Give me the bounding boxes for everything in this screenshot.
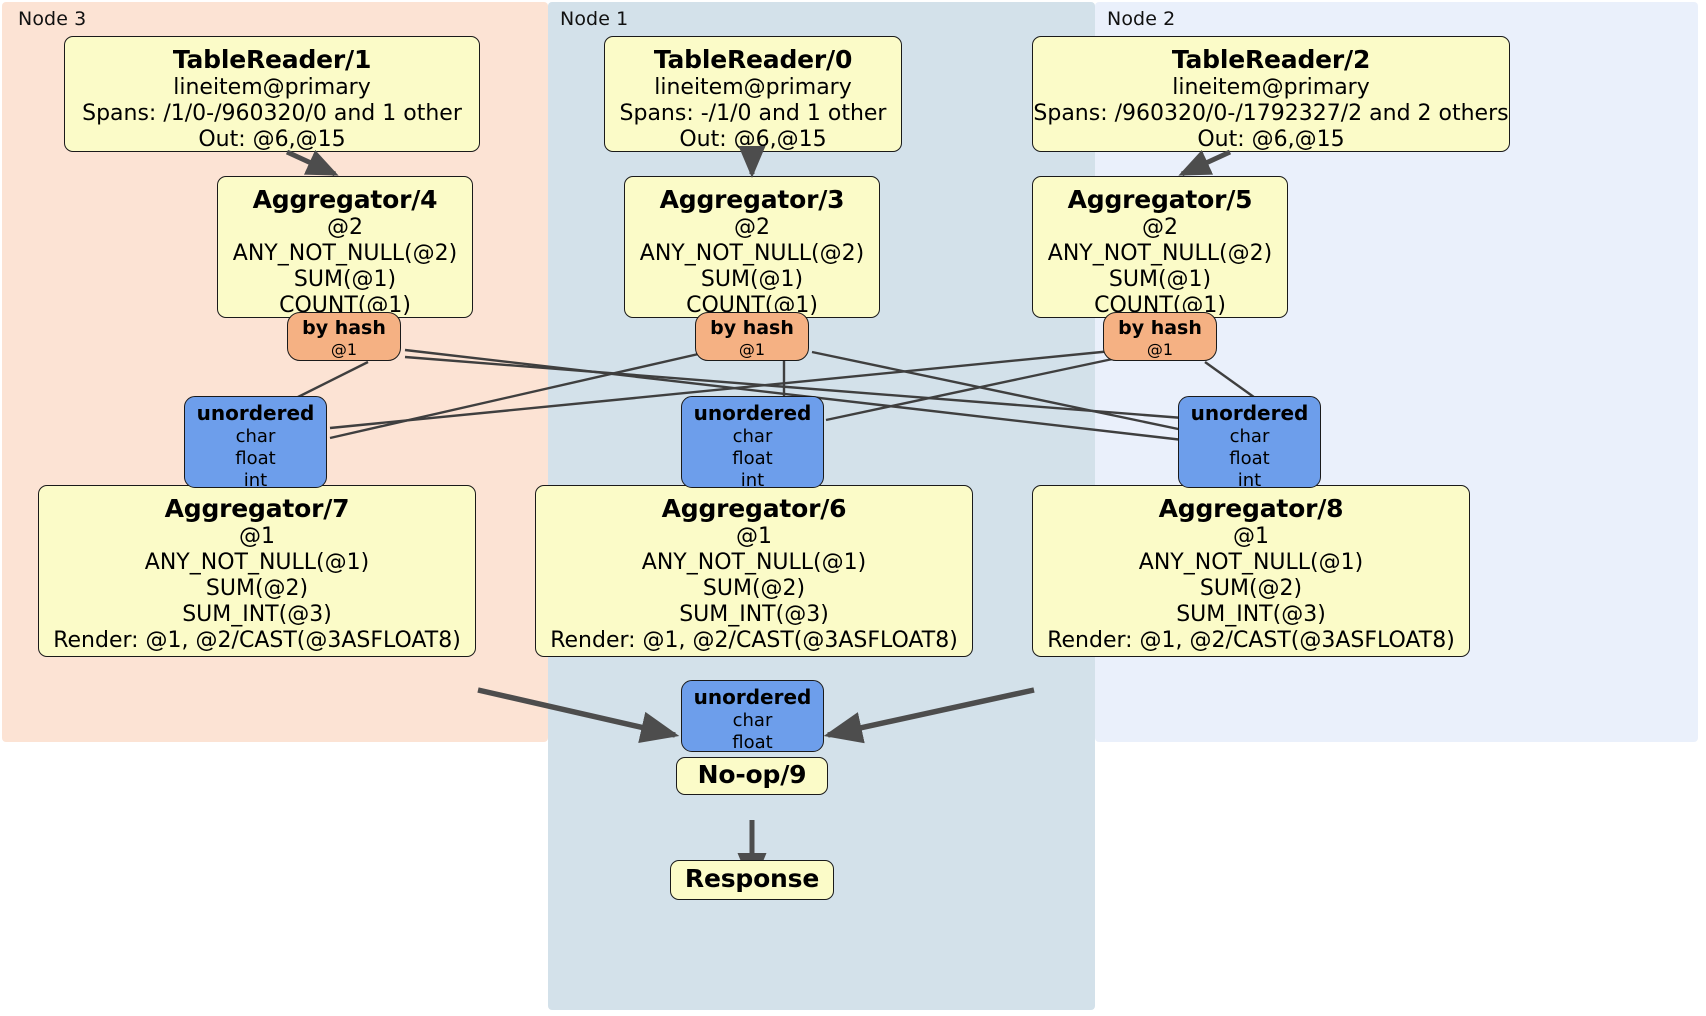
receiver-line: int [1237,470,1262,491]
processor-title: Aggregator/5 [1067,185,1253,214]
processor-line: lineitem@primary [1172,75,1370,100]
processor-line: Render: @1, @2/CAST(@3ASFLOAT8) [550,628,958,653]
receiver-unordered-final[interactable]: unordered char float [681,680,824,753]
receiver-line: float [1229,448,1270,469]
receiver-title: unordered [196,401,315,425]
processor-line: ANY_NOT_NULL(@1) [641,550,867,575]
receiver-line: char [732,710,773,731]
router-title: by hash [1118,317,1202,339]
receiver-line: int [243,470,268,491]
router-line: @1 [1146,340,1174,359]
processor-title: TableReader/1 [172,45,372,74]
receiver-line: float [732,732,773,753]
receiver-line: float [732,448,773,469]
router-title: by hash [302,317,386,339]
processor-tablereader-1[interactable]: TableReader/1 lineitem@primary Spans: /1… [64,36,480,152]
processor-line: Spans: -/1/0 and 1 other [619,101,887,126]
router-line: @1 [330,340,358,359]
processor-line: SUM_INT(@3) [679,602,829,627]
processor-response[interactable]: Response [670,860,834,900]
processor-line: @1 [1233,524,1269,549]
processor-line: ANY_NOT_NULL(@1) [1138,550,1364,575]
router-line: @1 [738,340,766,359]
processor-line: SUM(@1) [1108,267,1212,292]
processor-title: Aggregator/8 [1158,494,1344,523]
processor-line: lineitem@primary [173,75,371,100]
processor-line: lineitem@primary [654,75,852,100]
processor-line: Out: @6,@15 [198,127,346,152]
processor-title: Aggregator/3 [659,185,845,214]
processor-line: Out: @6,@15 [1197,127,1345,152]
processor-line: SUM_INT(@3) [182,602,332,627]
processor-line: SUM(@2) [205,576,309,601]
node-panel-label-node2: Node 2 [1107,8,1176,30]
processor-aggregator-7[interactable]: Aggregator/7 @1 ANY_NOT_NULL(@1) SUM(@2)… [38,485,476,657]
receiver-title: unordered [1190,401,1309,425]
processor-line: Spans: /960320/0-/1792327/2 and 2 others [1033,101,1509,126]
receiver-line: float [235,448,276,469]
receiver-unordered-node1[interactable]: unordered char float int [681,396,824,491]
receiver-line: int [740,470,765,491]
receiver-line: char [1229,426,1270,447]
processor-tablereader-0[interactable]: TableReader/0 lineitem@primary Spans: -/… [604,36,902,152]
processor-line: Render: @1, @2/CAST(@3ASFLOAT8) [53,628,461,653]
processor-line: ANY_NOT_NULL(@2) [1047,241,1273,266]
processor-line: SUM(@1) [293,267,397,292]
processor-line: ANY_NOT_NULL(@2) [232,241,458,266]
processor-noop-9[interactable]: No-op/9 [676,757,828,795]
processor-tablereader-2[interactable]: TableReader/2 lineitem@primary Spans: /9… [1032,36,1510,152]
processor-title: No-op/9 [697,760,807,789]
processor-title: Aggregator/4 [252,185,438,214]
processor-line: @2 [327,215,363,240]
receiver-unordered-node2[interactable]: unordered char float int [1178,396,1321,491]
receiver-line: char [732,426,773,447]
processor-line: SUM(@1) [700,267,804,292]
processor-line: SUM_INT(@3) [1176,602,1326,627]
router-by-hash-node2[interactable]: by hash @1 [1103,312,1217,361]
processor-aggregator-6[interactable]: Aggregator/6 @1 ANY_NOT_NULL(@1) SUM(@2)… [535,485,973,657]
router-by-hash-node3[interactable]: by hash @1 [287,312,401,361]
processor-aggregator-8[interactable]: Aggregator/8 @1 ANY_NOT_NULL(@1) SUM(@2)… [1032,485,1470,657]
router-by-hash-node1[interactable]: by hash @1 [695,312,809,361]
processor-line: Out: @6,@15 [679,127,827,152]
processor-aggregator-4[interactable]: Aggregator/4 @2 ANY_NOT_NULL(@2) SUM(@1)… [217,176,473,318]
processor-line: Render: @1, @2/CAST(@3ASFLOAT8) [1047,628,1455,653]
receiver-line: char [235,426,276,447]
processor-title: Aggregator/6 [661,494,847,523]
processor-line: ANY_NOT_NULL(@2) [639,241,865,266]
processor-line: @2 [734,215,770,240]
processor-aggregator-5[interactable]: Aggregator/5 @2 ANY_NOT_NULL(@2) SUM(@1)… [1032,176,1288,318]
processor-line: @1 [239,524,275,549]
processor-line: Spans: /1/0-/960320/0 and 1 other [82,101,462,126]
receiver-title: unordered [693,685,812,709]
router-title: by hash [710,317,794,339]
processor-title: TableReader/2 [1171,45,1371,74]
processor-line: SUM(@2) [1199,576,1303,601]
processor-title: Response [684,864,820,893]
processor-line: SUM(@2) [702,576,806,601]
processor-title: TableReader/0 [653,45,853,74]
processor-line: @1 [736,524,772,549]
processor-line: @2 [1142,215,1178,240]
processor-line: ANY_NOT_NULL(@1) [144,550,370,575]
node-panel-label-node3: Node 3 [18,8,87,30]
processor-aggregator-3[interactable]: Aggregator/3 @2 ANY_NOT_NULL(@2) SUM(@1)… [624,176,880,318]
processor-title: Aggregator/7 [164,494,350,523]
receiver-title: unordered [693,401,812,425]
receiver-unordered-node3[interactable]: unordered char float int [184,396,327,491]
node-panel-label-node1: Node 1 [560,8,629,30]
